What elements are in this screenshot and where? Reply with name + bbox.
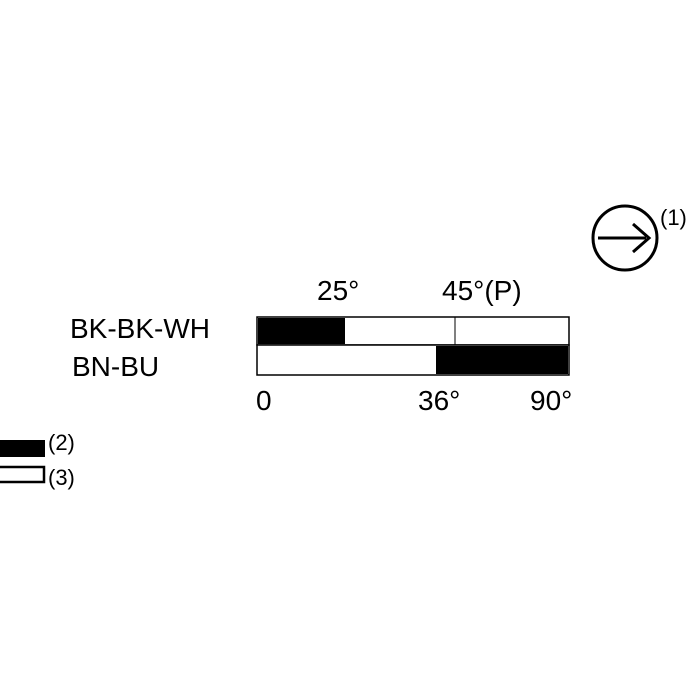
bar-segment-36-90-filled — [436, 346, 568, 374]
mark-90-degrees: 90° — [530, 385, 573, 416]
row-label-bn-bu: BN-BU — [72, 351, 160, 382]
legend-empty-swatch — [0, 465, 46, 484]
callout-3: (3) — [48, 465, 75, 490]
mark-45-degrees-p: 45°(P) — [442, 275, 522, 306]
bar-segment-0-25-filled — [258, 318, 345, 344]
bar-row-bn-bu — [256, 344, 570, 376]
arrow-right-circle-icon — [591, 204, 659, 272]
mark-36-degrees: 36° — [418, 385, 461, 416]
mark-25-degrees: 25° — [317, 275, 360, 306]
bar-row-bk-bk-wh — [256, 316, 570, 346]
mark-0-degrees: 0 — [256, 385, 272, 416]
legend-filled-swatch — [0, 440, 45, 457]
row-label-bk-bk-wh: BK-BK-WH — [70, 313, 210, 344]
callout-2: (2) — [48, 430, 75, 455]
callout-1: (1) — [660, 205, 687, 230]
